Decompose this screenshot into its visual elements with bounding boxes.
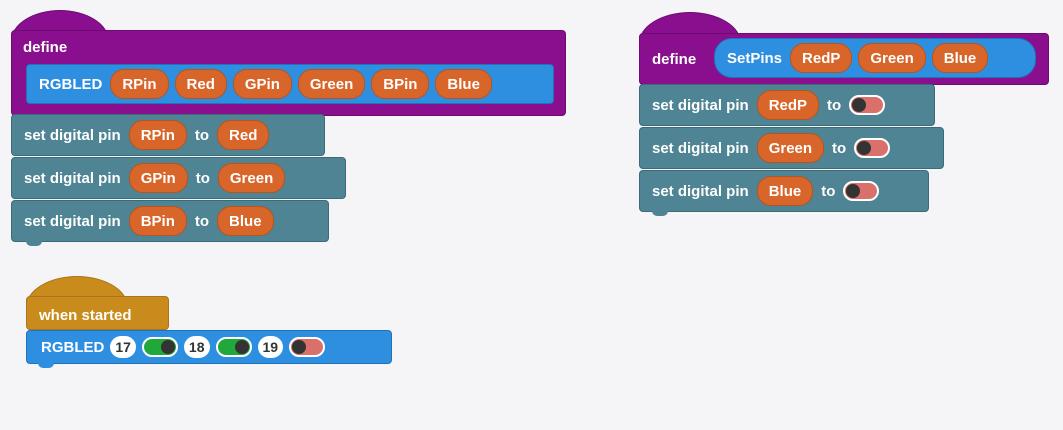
value-arg-green[interactable]: Green: [217, 163, 286, 193]
set-pin-block-b[interactable]: set digital pin BPin to Blue: [11, 200, 329, 242]
setpins-prototype-block[interactable]: SetPins RedP Green Blue: [714, 38, 1036, 78]
set-pin-label: set digital pin: [24, 169, 121, 187]
param-blue[interactable]: Blue: [931, 43, 989, 73]
stack-bottom-notch: [652, 211, 668, 216]
set-pin-block-blue[interactable]: set digital pin Blue to: [639, 170, 929, 212]
pin-arg-rpin[interactable]: RPin: [128, 120, 187, 150]
define-keyword: define: [23, 39, 68, 56]
param-bpin[interactable]: BPin: [371, 69, 430, 99]
procedure-name: RGBLED: [39, 75, 103, 93]
toggle-knob: [234, 340, 249, 354]
toggle-knob: [160, 340, 175, 354]
arg-pin-18[interactable]: 18: [183, 336, 210, 358]
to-label: to: [194, 212, 210, 230]
toggle-switch[interactable]: [843, 181, 880, 201]
rgbled-prototype-block[interactable]: RGBLED RPin Red GPin Green BPin Blue: [26, 64, 554, 104]
toggle-knob: [846, 184, 861, 198]
set-pin-label: set digital pin: [652, 139, 749, 157]
stack-bottom-notch: [26, 241, 42, 246]
when-started-label: when started: [39, 306, 132, 324]
procedure-name: RGBLED: [41, 338, 105, 356]
define-keyword: define: [652, 51, 697, 68]
set-pin-block-r[interactable]: set digital pin RPin to Red: [11, 114, 325, 156]
to-label: to: [832, 139, 847, 157]
param-rpin[interactable]: RPin: [110, 69, 169, 99]
toggle-knob: [857, 141, 872, 155]
pin-arg-redp[interactable]: RedP: [756, 90, 820, 120]
set-pin-block-green[interactable]: set digital pin Green to: [639, 127, 944, 169]
pin-arg-bpin[interactable]: BPin: [128, 206, 187, 236]
param-gpin[interactable]: GPin: [232, 69, 292, 99]
rgbled-call-block[interactable]: RGBLED 17 18 19: [26, 330, 392, 364]
arg-pin-17[interactable]: 17: [110, 336, 136, 358]
param-redp[interactable]: RedP: [790, 43, 853, 73]
set-pin-label: set digital pin: [652, 182, 749, 200]
to-label: to: [821, 182, 836, 200]
set-pin-label: set digital pin: [652, 96, 749, 114]
pin-arg-blue[interactable]: Blue: [756, 176, 814, 206]
param-red[interactable]: Red: [174, 69, 227, 99]
pin-arg-green[interactable]: Green: [756, 133, 825, 163]
set-pin-label: set digital pin: [24, 126, 121, 144]
to-label: to: [827, 96, 842, 114]
toggle-switch[interactable]: [854, 138, 891, 158]
param-blue[interactable]: Blue: [435, 69, 492, 99]
stack-bottom-notch: [38, 363, 54, 368]
pin-arg-gpin[interactable]: GPin: [128, 163, 188, 193]
toggle-switch[interactable]: [215, 337, 252, 357]
toggle-knob: [292, 340, 307, 354]
toggle-knob: [852, 98, 867, 112]
toggle-switch[interactable]: [141, 337, 178, 357]
toggle-switch[interactable]: [849, 95, 886, 115]
value-arg-blue[interactable]: Blue: [217, 206, 274, 236]
set-pin-label: set digital pin: [24, 212, 121, 230]
toggle-switch[interactable]: [289, 337, 326, 357]
value-arg-red[interactable]: Red: [217, 120, 270, 150]
param-green[interactable]: Green: [858, 43, 926, 73]
to-label: to: [195, 169, 210, 187]
arg-pin-19[interactable]: 19: [257, 336, 284, 358]
set-pin-block-redp[interactable]: set digital pin RedP to: [639, 84, 935, 126]
param-green[interactable]: Green: [297, 69, 366, 99]
procedure-name: SetPins: [727, 49, 783, 67]
set-pin-block-g[interactable]: set digital pin GPin to Green: [11, 157, 346, 199]
to-label: to: [194, 126, 210, 144]
when-started-block[interactable]: when started: [26, 296, 169, 330]
